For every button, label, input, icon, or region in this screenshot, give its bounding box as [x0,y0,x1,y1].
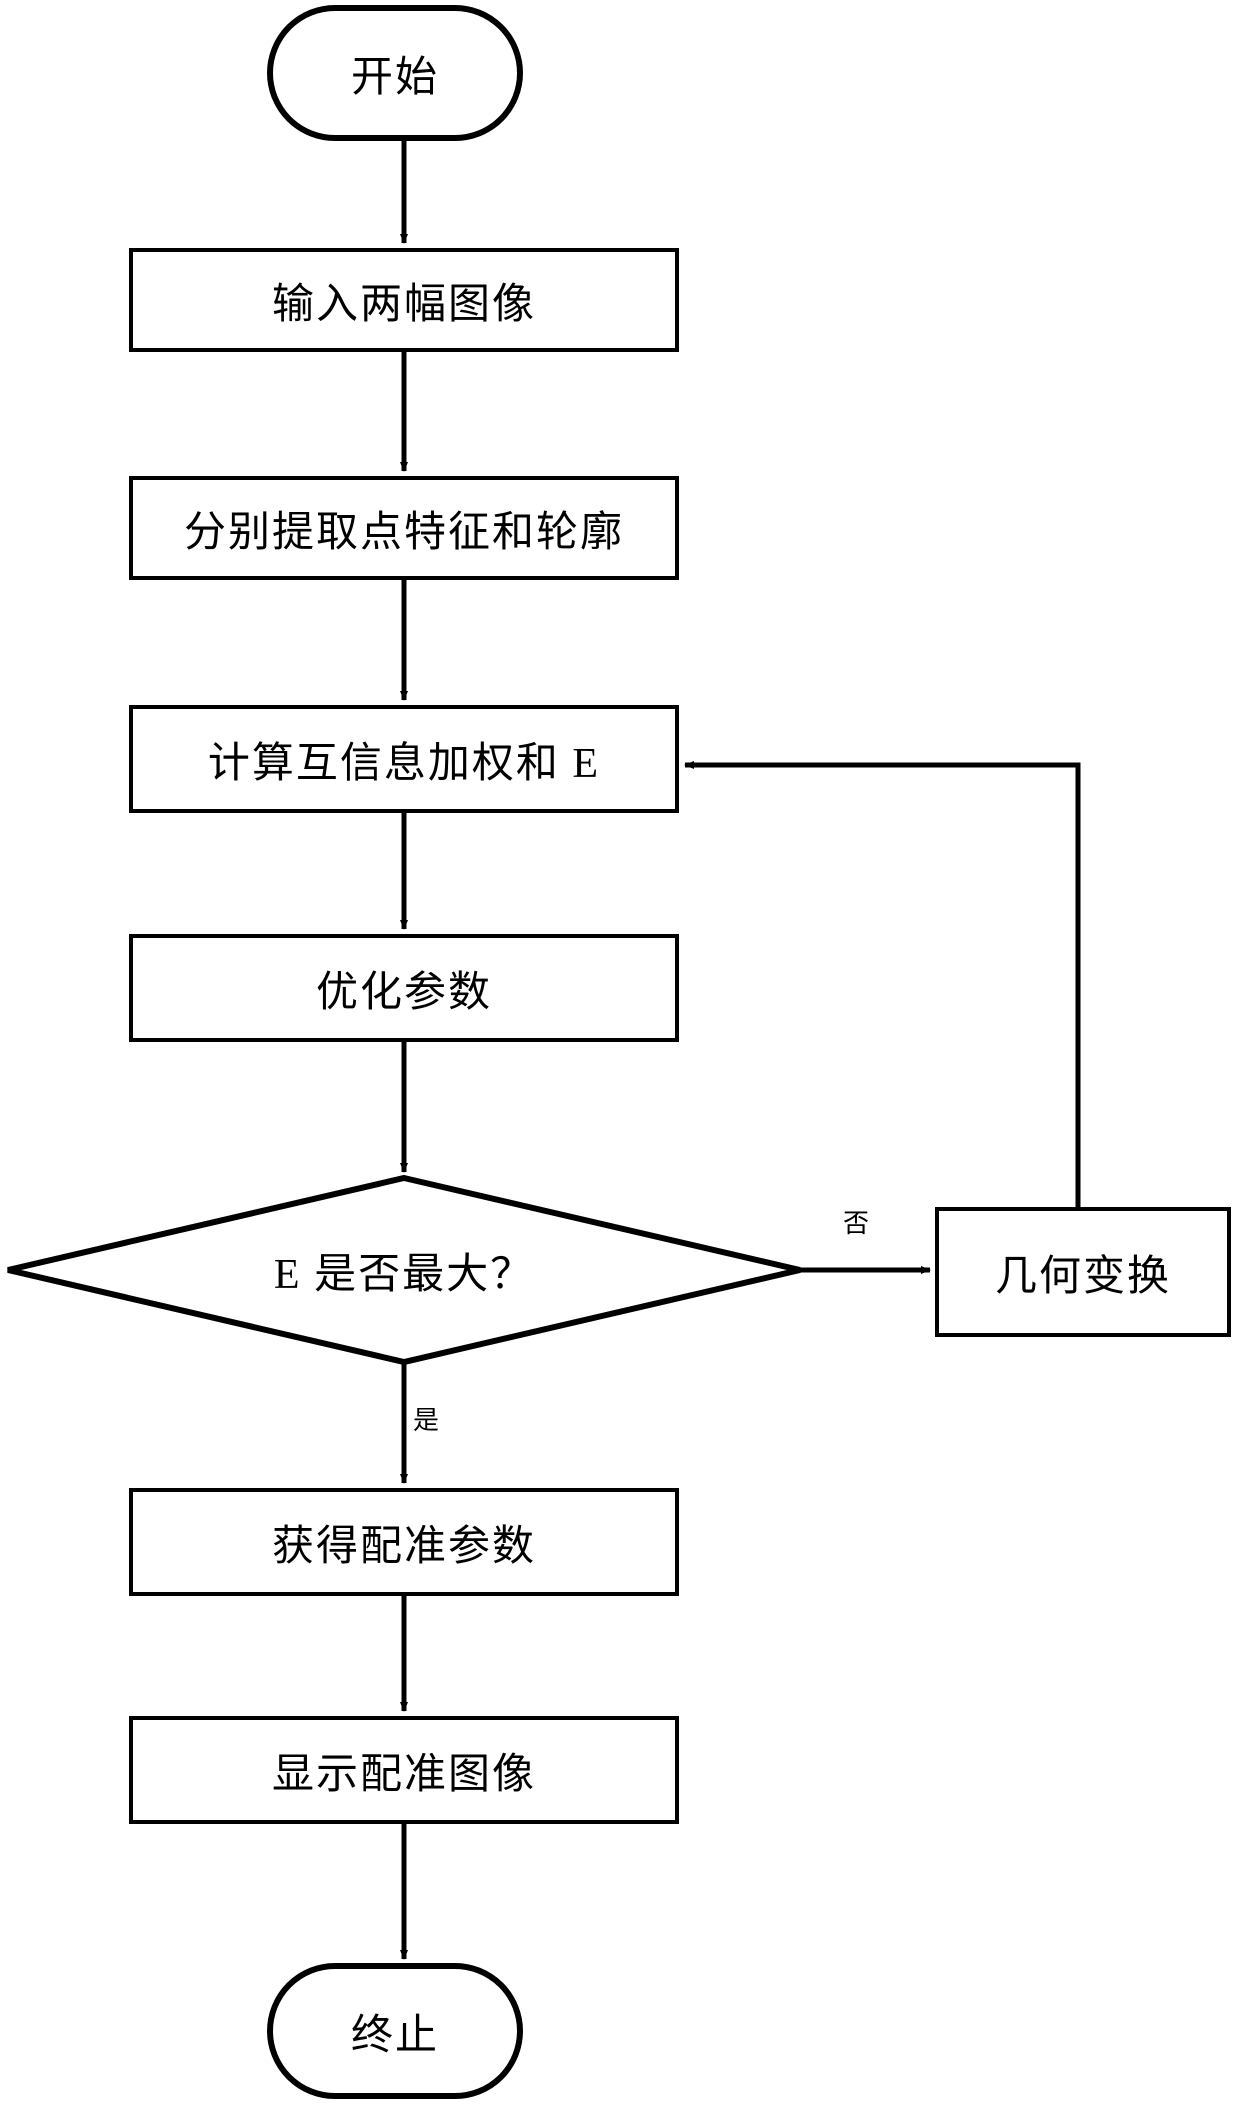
node-optimize[interactable] [131,936,677,1040]
node-params[interactable] [131,1490,677,1594]
node-start[interactable] [270,8,520,138]
node-shape-compute [129,705,679,813]
node-shape-input [129,248,679,352]
node-display[interactable] [131,1718,677,1822]
node-shape-extract [129,476,679,580]
node-shape-end [267,1963,523,2099]
node-end[interactable] [270,1966,520,2096]
node-decision[interactable] [154,1210,654,1330]
node-shape-transform [935,1207,1231,1337]
node-transform[interactable] [937,1209,1229,1335]
node-input[interactable] [131,250,677,350]
node-shape-start [267,5,523,141]
node-shape-display [129,1716,679,1824]
node-compute[interactable] [131,707,677,811]
node-shape-params [129,1488,679,1596]
edge-transform-to-compute-loopback [684,761,1081,1209]
node-extract[interactable] [131,478,677,578]
